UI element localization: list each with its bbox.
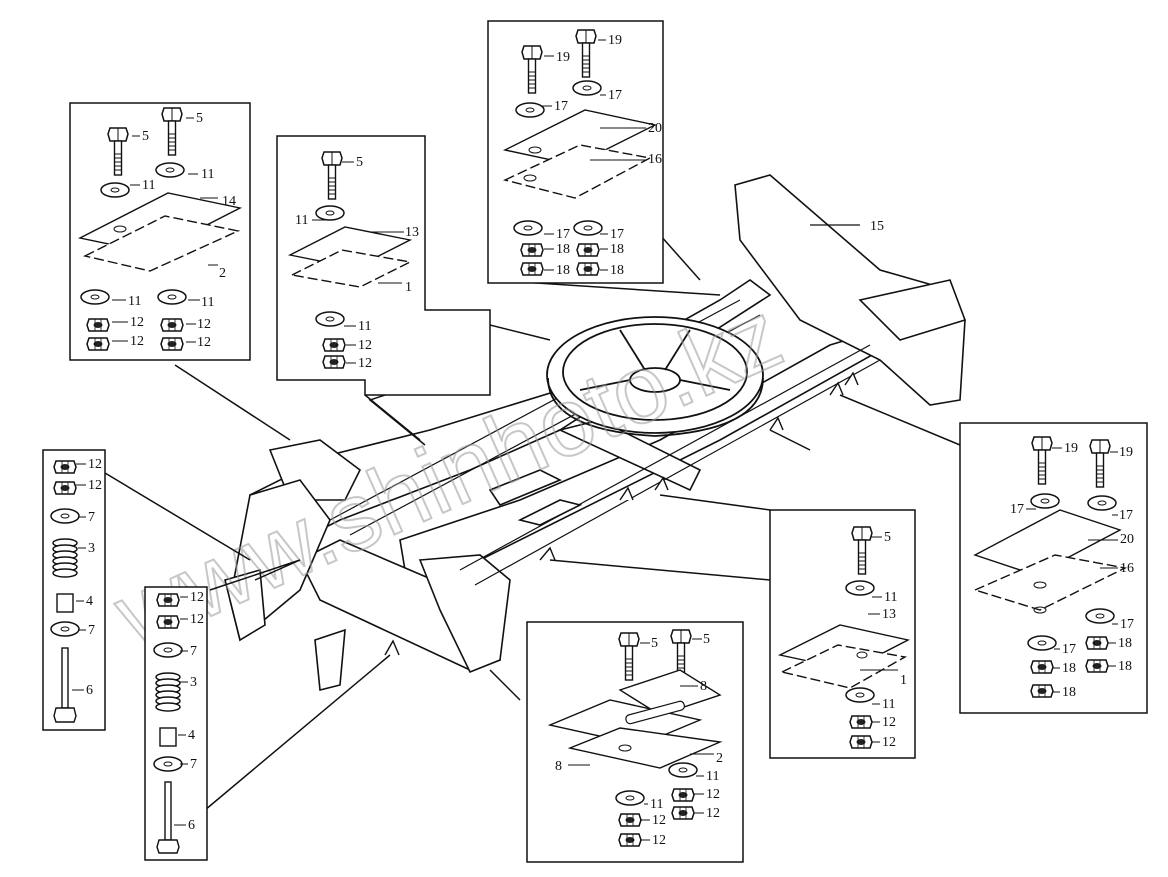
label-17d: 17 [610,227,624,242]
label-19a: 19 [556,50,570,65]
label-12d: 12 [652,833,666,848]
label-19b: 19 [608,33,622,48]
label-13: 13 [882,607,896,622]
label-5: 5 [356,155,363,170]
label-11c: 11 [128,294,141,309]
frame-brackets [384,371,859,656]
label-11b: 11 [650,797,663,812]
label-12b: 12 [88,478,102,493]
label-20: 20 [1120,532,1134,547]
label-5a: 5 [651,636,658,651]
label-12b: 12 [358,356,372,371]
panel-center-left: 5 11 13 1 11 12 12 [276,135,491,396]
label-6: 6 [188,818,195,833]
label-17b: 17 [1119,508,1133,523]
label-3: 3 [190,675,197,690]
label-12b: 12 [882,735,896,750]
label-12b: 12 [197,317,211,332]
label-11b: 11 [358,319,371,334]
label-4: 4 [86,594,93,609]
label-17a: 17 [1010,502,1024,517]
panel-bottom-center: 5 5 8 8 2 11 11 12 12 12 12 [526,621,744,863]
label-7a: 7 [88,510,95,525]
label-19a: 19 [1064,441,1078,456]
label-2: 2 [716,751,723,766]
label-11a: 11 [884,590,897,605]
label-6: 6 [86,683,93,698]
label-11d: 11 [201,295,214,310]
label-18c: 18 [1118,659,1132,674]
label-12a: 12 [882,715,896,730]
label-12b: 12 [190,612,204,627]
label-11a: 11 [201,167,214,182]
panel-right: 19 19 17 17 20 16 17 17 18 18 18 18 [959,422,1148,714]
label-5b: 5 [196,111,203,126]
label-18d: 18 [1062,685,1076,700]
label-2: 2 [219,266,226,281]
label-17c: 17 [556,227,570,242]
label-17b: 17 [554,99,568,114]
label-12a: 12 [706,787,720,802]
label-7b: 7 [190,757,197,772]
label-12a: 12 [190,590,204,605]
label-14: 14 [222,194,236,209]
label-17c: 17 [1120,617,1134,632]
label-12a: 12 [88,457,102,472]
panel-left-spring-a: 12 12 7 3 4 7 6 [42,449,106,731]
label-1: 1 [900,673,907,688]
label-12a: 12 [130,315,144,330]
label-18a: 18 [1118,636,1132,651]
label-12d: 12 [197,335,211,350]
label-18c: 18 [556,263,570,278]
label-3: 3 [88,541,95,556]
label-19b: 19 [1119,445,1133,460]
label-5b: 5 [703,632,710,647]
label-13: 13 [405,225,419,240]
label-18b: 18 [1062,661,1076,676]
label-18a: 18 [556,242,570,257]
label-11a: 11 [706,769,719,784]
label-1: 1 [405,280,412,295]
label-12b: 12 [706,806,720,821]
label-16: 16 [648,152,662,167]
label-18b: 18 [610,242,624,257]
slewing-ring [546,316,764,437]
label-5a: 5 [142,129,149,144]
label-17a: 17 [608,88,622,103]
label-8b: 8 [555,759,562,774]
label-7a: 7 [190,644,197,659]
label-16: 16 [1120,561,1134,576]
label-12c: 12 [130,334,144,349]
label-18d: 18 [610,263,624,278]
panel-right-center: 5 11 13 1 11 12 12 [769,509,916,759]
label-17d: 17 [1062,642,1076,657]
panel-top-center: 19 19 17 17 20 16 17 17 18 18 18 18 [487,20,664,284]
panel-left-spring-b: 12 12 7 3 4 7 6 [144,586,208,861]
label-12a: 12 [358,338,372,353]
label-20: 20 [648,121,662,136]
label-11b: 11 [882,697,895,712]
label-dashes [72,39,1118,841]
label-15: 15 [870,219,884,234]
label-12c: 12 [652,813,666,828]
label-7b: 7 [88,623,95,638]
panel-top-left: 5 5 11 11 14 2 11 11 12 12 12 12 [69,102,251,361]
label-8a: 8 [700,679,707,694]
label-11a: 11 [295,213,308,228]
label-5: 5 [884,530,891,545]
label-4: 4 [188,728,195,743]
label-11b: 11 [142,178,155,193]
